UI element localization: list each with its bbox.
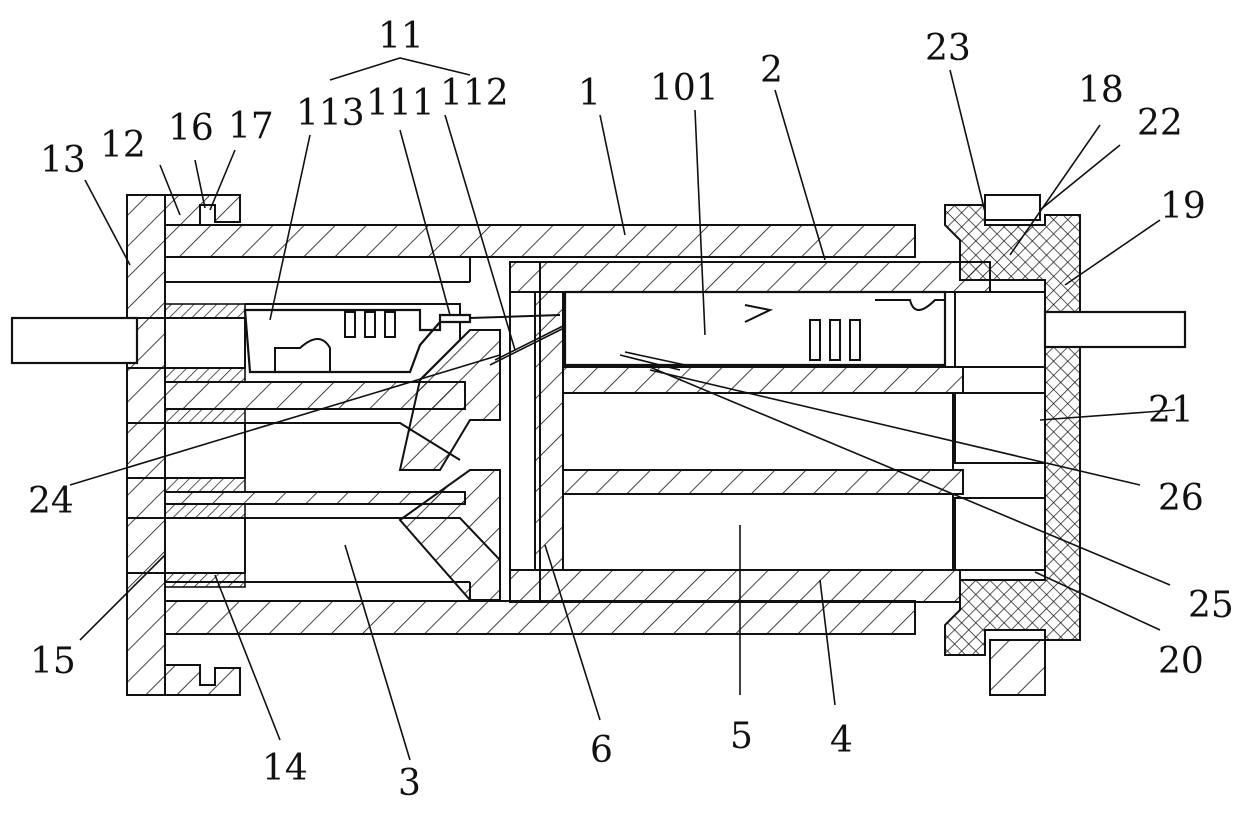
label-1: 1	[578, 73, 601, 114]
label-101: 101	[650, 68, 719, 109]
end-cap-13	[126, 194, 246, 696]
label-20: 20	[1158, 641, 1204, 682]
label-4: 4	[830, 720, 853, 761]
label-15: 15	[30, 641, 76, 682]
end-cap-right	[944, 194, 1187, 696]
terminal-11	[243, 308, 576, 374]
label-24: 24	[28, 481, 74, 522]
label-14: 14	[262, 748, 308, 789]
housing-1	[164, 224, 916, 635]
label-3: 3	[398, 763, 421, 804]
label-26: 26	[1158, 478, 1204, 519]
inner-housing-2	[509, 261, 991, 603]
label-5: 5	[730, 716, 753, 757]
wire-left	[10, 316, 139, 365]
label-11: 11	[378, 16, 424, 57]
insulator-3	[164, 303, 501, 601]
label-6: 6	[590, 730, 613, 771]
label-16: 16	[168, 108, 214, 149]
label-2: 2	[760, 50, 783, 91]
reference-labels: 11 113 111 112 1 101 2 23 18 22 19 13 12…	[28, 16, 1234, 804]
label-23: 23	[925, 28, 971, 69]
label-22: 22	[1137, 103, 1183, 144]
label-18: 18	[1078, 70, 1124, 111]
label-112: 112	[440, 73, 509, 114]
label-13: 13	[40, 140, 86, 181]
label-17: 17	[228, 106, 274, 147]
label-113: 113	[296, 93, 365, 134]
label-111: 111	[366, 83, 435, 124]
leader-lines	[69, 57, 1176, 761]
label-25: 25	[1188, 585, 1234, 626]
label-21: 21	[1148, 390, 1194, 431]
label-12: 12	[100, 125, 146, 166]
label-19: 19	[1160, 186, 1206, 227]
terminal-101	[563, 290, 947, 371]
